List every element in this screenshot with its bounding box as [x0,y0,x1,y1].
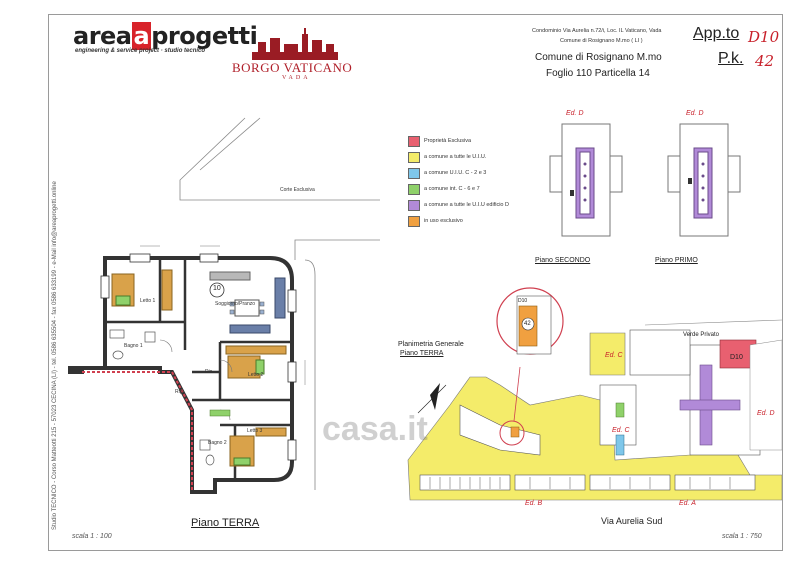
room-bagno2: Bagno 2 [208,440,227,446]
detail-pk: 42 [524,321,531,327]
studio-address: Studio TECNICO - Corso Matteotti 215 - 5… [52,181,58,530]
legend-swatch [408,151,420,163]
legend-item: a comune int. C - 6 e 7 [408,181,509,197]
ground-floor-plan [68,117,380,494]
pk-value: 42 [755,52,775,70]
room-soggiorno: Soggiorno/Pranzo [215,301,256,307]
borgo-title: BORGO VATICANO [232,60,353,75]
drawing-sheet [48,14,783,551]
legend-swatch [408,167,420,179]
legend-item: a comune U.I.U. C - 2 e 3 [408,165,509,181]
ed-d-label: Ed. D [566,110,584,117]
app-label: App.to [693,25,740,42]
upper-floor-plans [549,123,741,237]
ed-c-label: Ed. C [605,352,623,359]
site-plan [407,319,782,501]
verde-label: Verde Privato [683,332,720,338]
foglio: Foglio 110 Particella 14 [546,68,650,79]
legend-swatch [408,135,420,147]
site-plan-title: Planimetria Generale [398,341,464,348]
comune: Comune di Rosignano M.mo [535,52,662,63]
areaprogetti-logo: areaaprogetti [73,22,258,50]
street-label: Via Aurelia Sud [601,516,663,526]
comune-line: Comune di Rosignano M.mo ( LI ) [560,38,643,44]
legend-item: a comune a tutte le U.I.U. [408,149,509,165]
borgo-vaticano-emblem [252,28,338,60]
ed-c-label: Ed. C [612,427,630,434]
piano-secondo-title: Piano SECONDO [535,257,591,264]
room-letto3: Letto 3 [247,428,263,434]
room-dis: Dis. [205,369,214,375]
app-value: D10 [748,28,780,46]
legend: Proprietà Esclusiva a comune a tutte le … [408,133,509,229]
d10-label: D10 [730,354,743,361]
legend-swatch [408,215,420,227]
watermark: casa.it [322,410,428,448]
detail-callout [496,287,564,355]
ed-d-label: Ed. D [686,110,704,117]
room-rip: Rip. [175,389,184,395]
legend-item: Proprietà Esclusiva [408,133,509,149]
legend-swatch [408,183,420,195]
legend-item: a comune a tutte le U.I.U edificio D [408,197,509,213]
legend-swatch [408,199,420,211]
condominio-line: Condominio Via Aurelia n.72/i, Loc. IL V… [532,28,662,34]
room-bagno1: Bagno 1 [124,343,143,349]
ed-b-label: Ed. B [525,500,543,507]
pk-label: P.k. [718,50,744,67]
piano-primo-title: Piano PRIMO [655,257,698,264]
room-letto2: Letto 2 [248,372,264,378]
borgo-subtitle: VADA [282,75,311,81]
room-letto1: Letto 1 [140,298,156,304]
ed-a-label: Ed. A [679,500,696,507]
site-plan-subtitle: Piano TERRA [400,350,444,357]
site-plan-scale: scala 1 : 750 [722,533,762,540]
legend-item: in uso esclusivo [408,213,509,229]
unit-number: 10 [213,285,221,292]
corte-label: Corte Esclusiva [280,187,315,193]
logo-subtitle: engineering & service project · studio t… [75,48,206,54]
floor-plan-scale: scala 1 : 100 [72,533,112,540]
detail-d10: D10 [518,298,528,304]
ed-d-label: Ed. D [757,410,775,417]
piano-terra-title: Piano TERRA [191,517,260,529]
